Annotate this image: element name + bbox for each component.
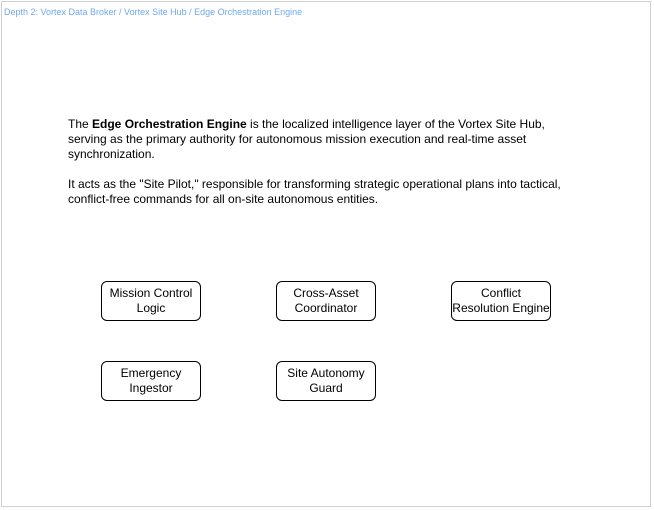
emergency-ingestor-node[interactable]: Emergency Ingestor bbox=[101, 361, 201, 401]
site-autonomy-guard-node[interactable]: Site Autonomy Guard bbox=[276, 361, 376, 401]
conflict-resolution-engine-node[interactable]: Conflict Resolution Engine bbox=[451, 281, 551, 321]
description-paragraph-1: The Edge Orchestration Engine is the loc… bbox=[68, 117, 568, 162]
mission-control-logic-node[interactable]: Mission Control Logic bbox=[101, 281, 201, 321]
breadcrumb[interactable]: Depth 2: Vortex Data Broker / Vortex Sit… bbox=[4, 7, 303, 17]
component-name: Edge Orchestration Engine bbox=[92, 117, 247, 131]
cross-asset-coordinator-node[interactable]: Cross-Asset Coordinator bbox=[276, 281, 376, 321]
description-paragraph-2: It acts as the "Site Pilot," responsible… bbox=[68, 177, 561, 206]
text: The bbox=[68, 117, 93, 131]
description: The Edge Orchestration Engine is the loc… bbox=[68, 117, 568, 222]
text: is the localized intelligence layer of t… bbox=[68, 117, 545, 161]
